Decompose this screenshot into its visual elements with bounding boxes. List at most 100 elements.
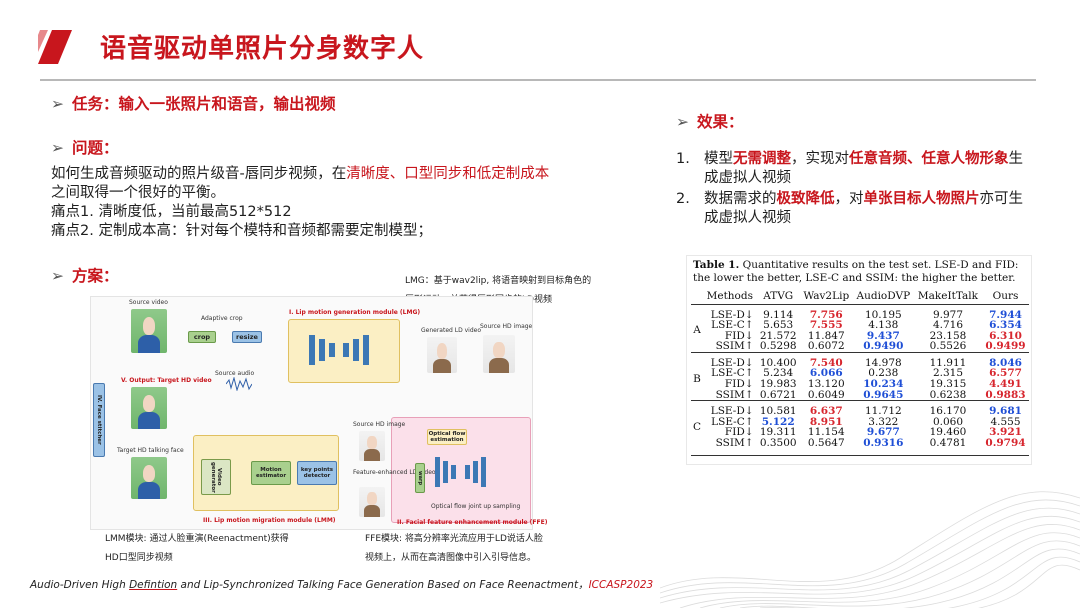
value-cell: 6.577 [989, 367, 1022, 380]
value-cell: 0.9490 [863, 340, 904, 353]
value-cell: 11.847 [807, 329, 845, 342]
value-cell: 3.921 [989, 426, 1022, 439]
group-label: B [691, 351, 704, 401]
problem-highlight: 清晰度、口型同步和低定制成本 [346, 166, 550, 182]
source-hd-label: Source HD image [480, 323, 533, 330]
lmm-title: III. Lip motion migration module (LMM) [203, 517, 336, 524]
value-cell: 0.9645 [863, 388, 904, 401]
output-label: V. Output: Target HD video [121, 377, 212, 384]
solution-label: 方案： [72, 267, 119, 285]
value-cell: 4.555 [990, 415, 1021, 428]
lmg-layer [363, 335, 369, 365]
value-cell: 0.6238 [929, 388, 967, 401]
value-cell: 0.9499 [985, 340, 1026, 353]
results-table-panel: Table 1. Quantitative results on the tes… [686, 255, 1032, 465]
ffe-layer [465, 465, 470, 479]
value-cell: 19.460 [929, 426, 967, 439]
value-cell: 0.5647 [807, 437, 845, 450]
value-cell: 4.138 [868, 319, 899, 332]
chevron-right-icon: ➢ [51, 139, 64, 157]
header-group-spacer [691, 289, 704, 305]
target-hd-face-thumb [131, 457, 167, 499]
chevron-right-icon: ➢ [51, 267, 64, 285]
decorative-waves [660, 491, 1080, 608]
value-cell: 5.653 [763, 319, 794, 332]
chevron-right-icon: ➢ [51, 95, 64, 113]
value-cell: 0.3500 [759, 437, 797, 450]
value-cell: 19.315 [929, 378, 967, 391]
lmm-note-line1: LMM模块: 通过人脸重演(Reenactment)获得 [105, 534, 289, 544]
face-stitcher-tag: IV. Face stitcher [93, 383, 105, 457]
task-bullet: ➢任务：输入一张照片和语音，输出视频 [51, 92, 336, 114]
value-cell: 0.4781 [929, 437, 967, 450]
ffe-layer [435, 457, 440, 487]
table-caption: Table 1. Quantitative results on the tes… [693, 259, 1019, 284]
value-cell: 9.114 [763, 308, 794, 321]
lmg-note-line1: LMG：基于wav2lip, 将语音映射到目标角色的 [405, 276, 592, 286]
output-thumb [131, 387, 167, 429]
value-cell: 6.354 [989, 319, 1022, 332]
value-cell: 11.712 [852, 400, 914, 417]
value-cell: 0.9794 [985, 437, 1026, 450]
feature-enhanced-thumb [359, 487, 385, 517]
ffe-note-line1: FFE模块: 将高分辨率光流应用于LD说话人脸 [365, 534, 543, 544]
crop-tag: crop [188, 331, 216, 343]
metric-cell: LSE-D↓ [703, 400, 757, 417]
table-bottom-rule [691, 455, 1029, 456]
target-hd-face-label: Target HD talking face [117, 447, 184, 454]
metric-cell: SSIM↑ [715, 340, 754, 353]
solution-bullet: ➢ 方案： [51, 264, 119, 286]
value-cell: 0.6072 [807, 340, 845, 353]
reference-footer: Audio-Driven High Defintion and Lip-Sync… [30, 579, 654, 591]
value-cell: 11.154 [807, 426, 845, 439]
pain-point-2: 痛点2. 定制成本高：针对每个模特和音频都需要定制模型； [51, 223, 432, 239]
value-cell: 19.311 [759, 426, 797, 439]
value-cell: 2.315 [932, 367, 963, 380]
value-cell: 23.158 [929, 329, 967, 342]
value-cell: 6.310 [989, 329, 1022, 342]
lmg-layer [329, 343, 335, 357]
lmg-layer [353, 339, 359, 361]
source-hd-thumb-2 [359, 431, 385, 461]
venue-label: ICCASP2023 [588, 579, 654, 591]
value-cell: 0.060 [932, 415, 963, 428]
value-cell: 6.066 [809, 367, 843, 380]
effect-list: 1. 模型无需调整，实现对任意音频、任意人物形象生成虚拟人视频 2. 数据需求的… [676, 150, 1036, 230]
metric-cell: LSE-C↑ [711, 319, 754, 332]
ffe-title: II. Facial feature enhancement module (F… [397, 519, 548, 526]
value-cell: 9.681 [982, 400, 1029, 417]
problem-bullet: ➢问题： [51, 136, 119, 158]
motion-estimator-tag: Motion estimator [251, 461, 291, 485]
generated-ld-label: Generated LD video [421, 327, 481, 334]
source-audio-label: Source audio [215, 370, 255, 377]
ffe-layer [451, 465, 456, 479]
source-hd-thumb [483, 335, 515, 373]
effect-bullet: ➢效果： [676, 110, 744, 132]
value-cell: 9.977 [932, 308, 963, 321]
ffe-layer [473, 461, 478, 483]
metric-cell: LSE-C↑ [711, 367, 754, 380]
value-cell: 13.120 [807, 378, 845, 391]
value-cell: 9.437 [866, 329, 900, 342]
value-cell: 21.572 [759, 329, 797, 342]
value-cell: 0.6049 [807, 388, 845, 401]
value-cell: 11.911 [913, 351, 983, 369]
column-header: Wav2Lip [799, 289, 853, 305]
lmg-layer [319, 339, 325, 361]
column-header: AudioDVP [852, 289, 914, 305]
chevron-right-icon: ➢ [676, 113, 689, 131]
value-cell: 7.555 [809, 319, 843, 332]
title-slash-icon [38, 30, 72, 64]
pipeline-figure: I. Lip motion generation module (LMG) So… [90, 296, 547, 530]
